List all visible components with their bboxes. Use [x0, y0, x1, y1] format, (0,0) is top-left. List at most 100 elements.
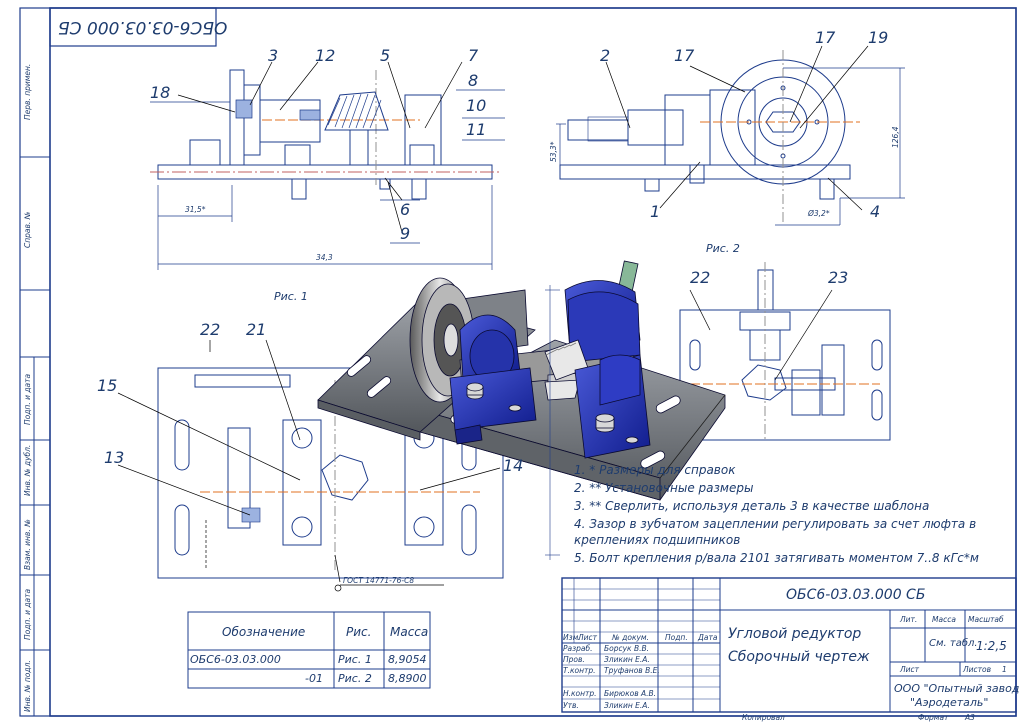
callout-21: 21: [246, 320, 267, 339]
note-4: 4. Зазор в зубчатом зацеплении регулиров…: [574, 517, 977, 531]
side-stamp-podp-data-2: Подп. и дата: [23, 588, 32, 640]
plan-view-left-leaders: [117, 339, 501, 592]
variants-table-grid: [187, 611, 431, 689]
notes-area: [545, 285, 560, 560]
tb-prov-label: Пров.: [563, 655, 585, 664]
tb-tkontr-label: Т.контр.: [563, 666, 596, 675]
callout-23: 23: [828, 268, 849, 287]
callout-22-left: 22: [200, 320, 221, 339]
plan-view-right-leaders: [689, 289, 833, 381]
callout-19: 19: [868, 28, 889, 47]
callout-13: 13: [104, 448, 125, 467]
figure-1-dimensions: [150, 89, 505, 270]
table-row1-figure: Рис. 1: [338, 653, 372, 666]
dim-53-3: 53,3*: [549, 141, 558, 162]
tb-utv-name: Зликин Е.А.: [604, 701, 650, 710]
tb-prov-name: Зликин Е.А.: [604, 655, 650, 664]
table-header-mass: Масса: [390, 625, 429, 639]
tb-nkontr-label: Н.контр.: [563, 689, 597, 698]
tb-sheets-value: 1: [1002, 665, 1007, 674]
table-header-designation: Обозначение: [222, 625, 306, 639]
copied-label: Копировал: [742, 713, 785, 722]
plan-view-right: [679, 262, 891, 441]
callout-5: 5: [380, 46, 391, 65]
figure-1-leaders: [177, 61, 463, 233]
dim-126-4: 126,4: [891, 126, 900, 148]
callout-9: 9: [400, 224, 411, 243]
figure-2-leaders: [605, 45, 869, 211]
weld-note: ГОСТ 14771-76-С8: [343, 576, 415, 585]
tb-razrab-label: Разраб.: [563, 644, 593, 653]
side-stamp-inv-podl: Инв. № подл.: [23, 660, 32, 712]
tb-utv-label: Утв.: [563, 701, 579, 710]
figure-2-front-view: [559, 50, 860, 225]
callout-7: 7: [468, 46, 479, 65]
tb-company-line1: ООО "Опытный завод: [894, 682, 1020, 695]
title-name-line2: Сборочный чертеж: [728, 649, 870, 665]
tb-mass-label: Масса: [932, 615, 956, 624]
format-label: Формат: [918, 713, 949, 722]
dim-diameter: Ø3,2*: [808, 209, 830, 218]
note-3: 3. ** Сверлить, используя деталь 3 в кач…: [574, 499, 930, 513]
table-row2-figure: Рис. 2: [338, 672, 372, 685]
side-stamp-perv-primen: Перв. примен.: [23, 63, 32, 120]
dim-34-3: 34,3: [316, 253, 333, 262]
tb-company-line2: "Аэродеталь": [910, 696, 989, 709]
table-row2-designation: -01: [305, 672, 323, 685]
callout-8: 8: [468, 71, 479, 90]
callout-22-right: 22: [690, 268, 711, 287]
tb-scale-label: Масштаб: [968, 615, 1004, 624]
tb-col-data: Дата: [698, 633, 718, 642]
side-stamp-podp-data-1: Подп. и дата: [23, 373, 32, 425]
tb-col-izm: Изм.: [563, 633, 581, 642]
dim-31-5: 31,5*: [185, 205, 206, 214]
side-stamp-inv-dubl: Инв. № дубл.: [23, 444, 32, 496]
sheet-frame: [19, 7, 1017, 717]
tb-razrab-name: Борсук В.В.: [604, 644, 650, 653]
callout-6: 6: [400, 200, 411, 219]
table-row2-mass: 8,8900: [388, 672, 427, 685]
callout-17b: 17: [815, 28, 836, 47]
callout-18: 18: [150, 83, 171, 102]
callout-11: 11: [466, 120, 487, 139]
gearbox-3d-render: [317, 260, 726, 501]
tb-sheet-label: Лист: [900, 665, 920, 674]
tb-mass-value: См. табл.: [929, 638, 978, 649]
callout-14: 14: [503, 456, 524, 475]
tb-col-list: Лист: [578, 633, 598, 642]
tb-col-doc: № докум.: [612, 633, 649, 642]
side-stamp-vzam-inv: Взам. инв. №: [23, 519, 32, 570]
title-designation: ОБС6-03.03.000 СБ: [786, 587, 926, 603]
figure-2-dimensions: [556, 67, 905, 226]
tb-sheets-label: Листов: [963, 665, 992, 674]
tb-scale-value: 1:2,5: [976, 639, 1007, 653]
side-stamp-sprav-no: Справ. №: [23, 211, 32, 249]
plan-view-left: [157, 367, 504, 579]
tb-col-podp: Подп.: [665, 633, 688, 642]
tb-lit-label: Лит.: [900, 615, 918, 624]
top-designation-stamp: ОБС6-03.03.000 СБ: [58, 17, 228, 37]
figure-2-caption: Рис. 2: [706, 242, 740, 255]
note-5: 5. Болт крепления р/вала 2101 затягивать…: [574, 551, 979, 565]
tb-nkontr-name: Бирюков А.В.: [604, 689, 657, 698]
table-header-figure: Рис.: [346, 625, 372, 639]
callout-15: 15: [97, 376, 118, 395]
title-block-grid: [561, 577, 1017, 713]
table-row1-mass: 8,9054: [388, 653, 427, 666]
note-4-cont: креплениях подшипников: [574, 533, 741, 547]
tb-tkontr-name: Труфанов В.Е.: [604, 666, 660, 675]
table-row1-designation: ОБС6-03.03.000: [190, 653, 281, 666]
figure-1-caption: Рис. 1: [274, 290, 308, 303]
figure-1-side-view: [150, 69, 500, 200]
callout-10: 10: [466, 96, 487, 115]
note-2: 2. ** Установочные размеры: [574, 481, 754, 495]
format-value: А3: [965, 713, 975, 722]
callout-12: 12: [315, 46, 336, 65]
note-1: 1. * Размеры для справок: [574, 463, 736, 477]
callout-17a: 17: [674, 46, 695, 65]
callout-2: 2: [600, 46, 611, 65]
figure-1-bevel-gear: [235, 91, 389, 166]
callout-1: 1: [650, 202, 661, 221]
